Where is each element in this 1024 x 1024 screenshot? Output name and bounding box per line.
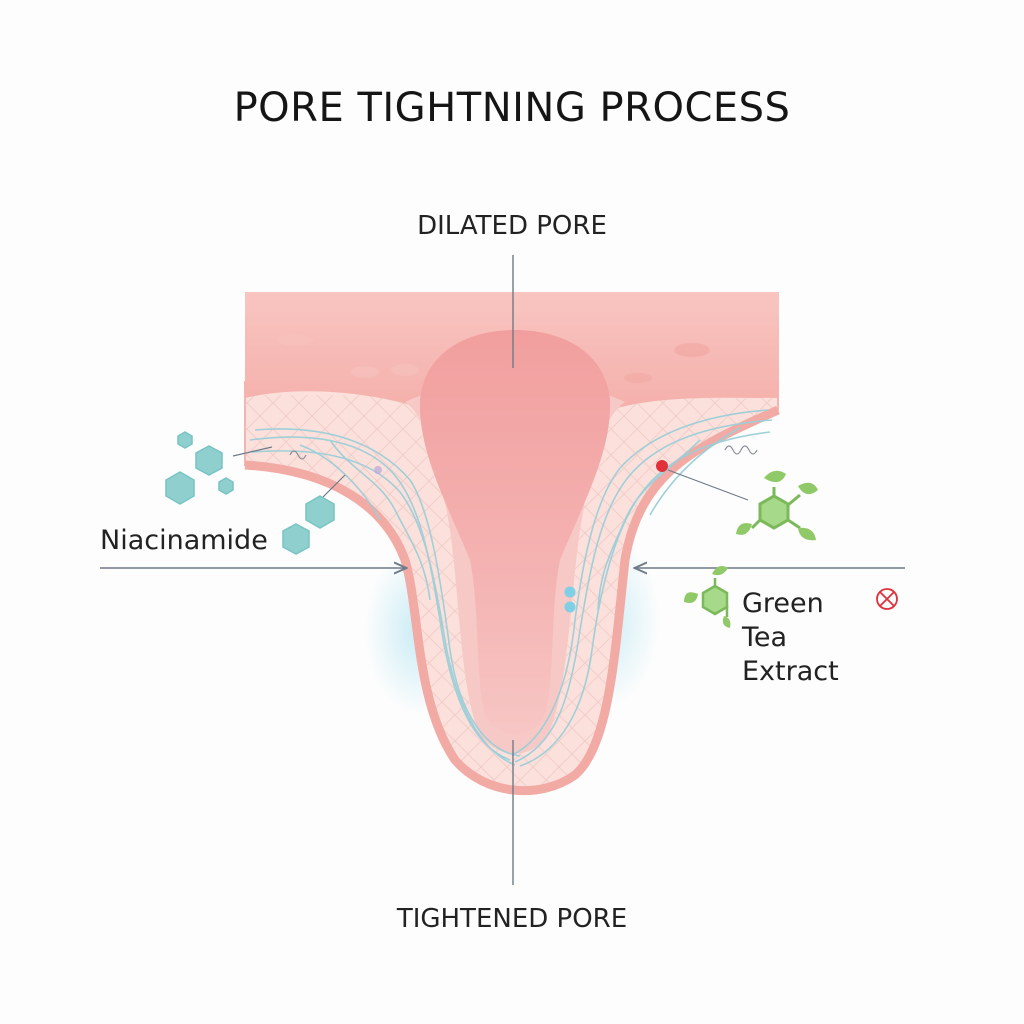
niacinamide-label: Niacinamide xyxy=(100,525,268,556)
x-circle-icon xyxy=(876,588,898,610)
left-fibers xyxy=(249,428,521,766)
right-fibers xyxy=(511,409,773,767)
leaf-molecule-icon xyxy=(736,470,818,541)
outer-boundary xyxy=(244,405,780,796)
blue-particle xyxy=(564,586,576,598)
tightened-pore-label: TIGHTENED PORE xyxy=(396,904,628,934)
green-tea-icon xyxy=(684,566,731,628)
hexagon-molecule-icon xyxy=(165,431,335,555)
dilated-pore-label: DILATED PORE xyxy=(417,211,607,241)
pore-cavity xyxy=(419,330,611,734)
blue-particle xyxy=(564,601,576,613)
green-tea-extract-label: Green Tea Extract xyxy=(742,588,839,687)
diagram-title: PORE TIGHTNING PROCESS xyxy=(233,85,791,131)
red-marker-dot xyxy=(656,460,668,472)
